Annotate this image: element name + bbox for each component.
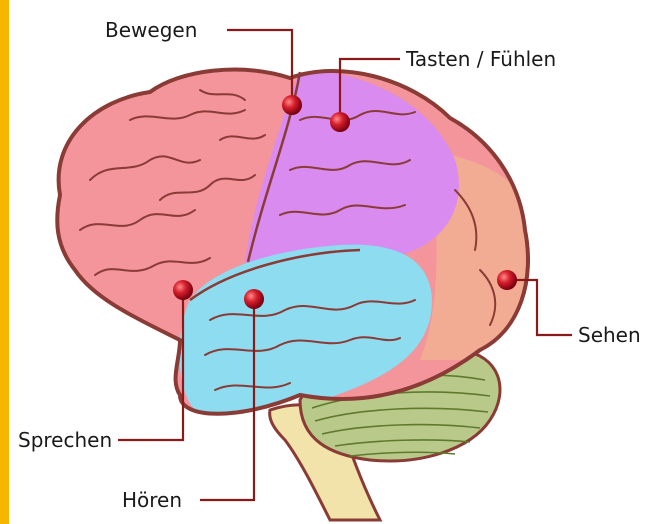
label-speak: Sprechen	[18, 428, 112, 452]
marker-touch	[330, 112, 350, 132]
marker-move	[282, 95, 302, 115]
left-accent-bar	[0, 0, 9, 524]
label-touch: Tasten / Fühlen	[405, 47, 556, 71]
label-move: Bewegen	[105, 18, 197, 42]
marker-hear	[244, 289, 264, 309]
label-hear: Hören	[122, 488, 182, 512]
marker-speak	[173, 280, 193, 300]
marker-see	[497, 270, 517, 290]
label-see: Sehen	[578, 323, 641, 347]
